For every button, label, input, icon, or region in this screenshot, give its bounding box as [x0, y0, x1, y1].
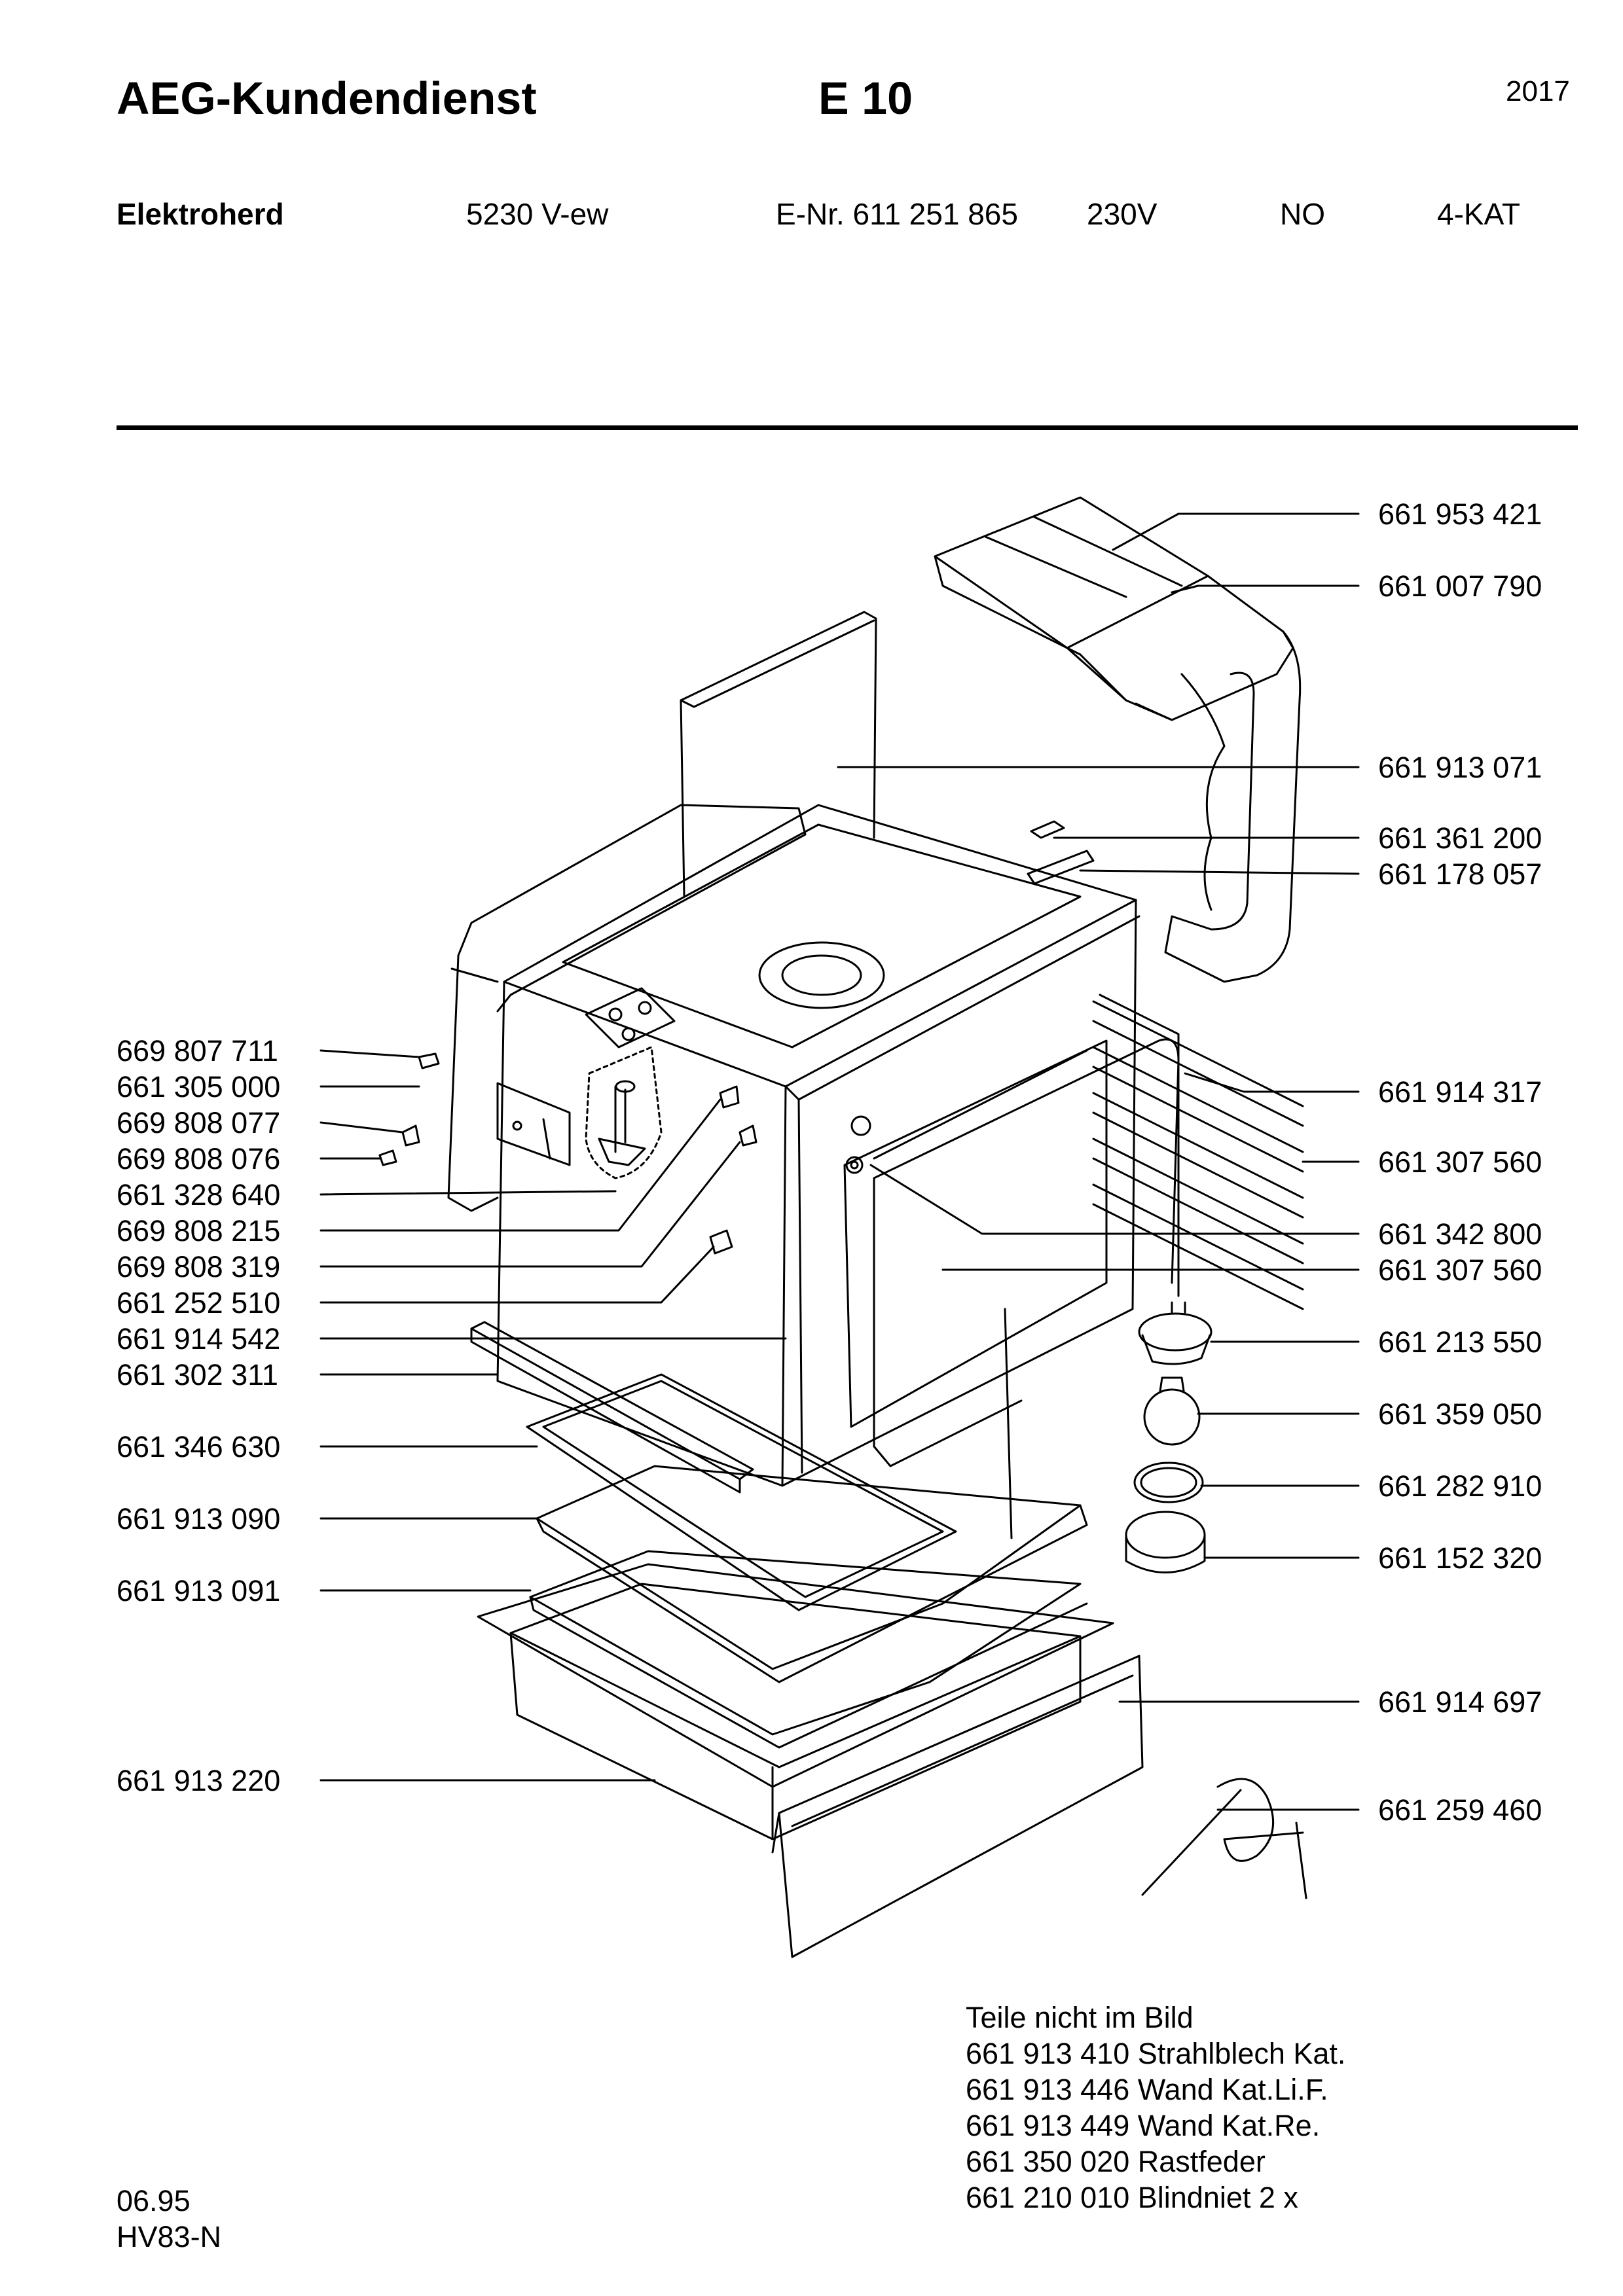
part-label-left: 661 302 311: [117, 1358, 278, 1391]
part-label-right: 661 007 790: [1378, 569, 1542, 603]
part-label-left: 669 808 319: [117, 1250, 281, 1283]
parts-not-shown: Teile nicht im Bild 661 913 410 Strahlbl…: [966, 2000, 1345, 2215]
shelf-supports: [1092, 994, 1304, 1310]
part-label-right: 661 361 200: [1378, 821, 1542, 855]
product-voltage: 230V: [1087, 197, 1158, 231]
part-label-left: 669 808 215: [117, 1214, 281, 1247]
oven-racks: [470, 1321, 1114, 1840]
product-enr: E-Nr. 611 251 865: [776, 197, 1018, 231]
part-label-left: 661 913 220: [117, 1764, 281, 1797]
part-label-right: 661 178 057: [1378, 857, 1542, 891]
notes-heading: Teile nicht im Bild: [966, 2001, 1194, 2034]
leader-lines-right: [837, 512, 1360, 1811]
product-type: Elektroherd: [117, 197, 284, 231]
rear-panel: [680, 611, 877, 898]
footer-code: HV83-N: [117, 2220, 222, 2253]
part-label-right: 661 152 320: [1378, 1541, 1542, 1575]
part-label-left: 669 808 076: [117, 1142, 281, 1175]
part-label-right: 661 914 697: [1378, 1685, 1542, 1719]
part-label-left: 661 914 542: [117, 1322, 281, 1355]
part-label-right: 661 359 050: [1378, 1397, 1542, 1431]
part-label-right: 661 259 460: [1378, 1793, 1542, 1827]
product-variant: 5230 V-ew: [466, 197, 609, 231]
part-label-left: 669 808 077: [117, 1106, 281, 1139]
notes-item: 661 350 020 Rastfeder: [966, 2145, 1266, 2178]
part-label-right: 661 342 800: [1378, 1217, 1542, 1251]
oven-cavity: [447, 804, 1140, 1487]
part-label-right: 661 913 071: [1378, 751, 1542, 784]
meat-probe: [1141, 1778, 1307, 1899]
part-label-right: 661 914 317: [1378, 1075, 1542, 1109]
header-rule: [117, 425, 1578, 430]
part-label-right: 661 307 560: [1378, 1145, 1542, 1179]
insulation-mat: [934, 496, 1302, 983]
part-label-left: 661 305 000: [117, 1070, 281, 1103]
part-label-right: 661 213 550: [1378, 1325, 1542, 1359]
notes-item: 661 913 449 Wand Kat.Re.: [966, 2109, 1321, 2142]
part-label-left: 661 252 510: [117, 1286, 281, 1319]
brand-title: AEG-Kundendienst: [117, 73, 537, 124]
product-category: 4-KAT: [1437, 197, 1520, 231]
notes-item: 661 913 410 Strahlblech Kat.: [966, 2037, 1346, 2070]
model-title: E 10: [818, 73, 913, 124]
part-label-left: 661 913 090: [117, 1502, 281, 1535]
drawer-front: [771, 1655, 1144, 1958]
leader-lines-left: [319, 1049, 787, 1782]
footer: 06.95 HV83-N: [117, 2183, 221, 2255]
lamp-assembly: [1125, 1301, 1213, 1573]
product-country: NO: [1280, 197, 1325, 231]
part-label-left: 661 913 091: [117, 1574, 281, 1607]
year: 2017: [1506, 75, 1570, 107]
part-label-left: 661 328 640: [117, 1178, 281, 1211]
part-label-left: 669 807 711: [117, 1034, 278, 1067]
part-label-right: 661 282 910: [1378, 1469, 1542, 1503]
notes-item: 661 913 446 Wand Kat.Li.F.: [966, 2073, 1328, 2106]
part-label-left: 661 346 630: [117, 1430, 281, 1463]
notes-item: 661 210 010 Blindniet 2 x: [966, 2181, 1298, 2214]
rack-clips: [378, 820, 1095, 1255]
footer-date: 06.95: [117, 2184, 191, 2217]
part-label-right: 661 953 421: [1378, 497, 1542, 531]
grill-element: [873, 1038, 1180, 1539]
part-label-right: 661 307 560: [1378, 1253, 1542, 1287]
